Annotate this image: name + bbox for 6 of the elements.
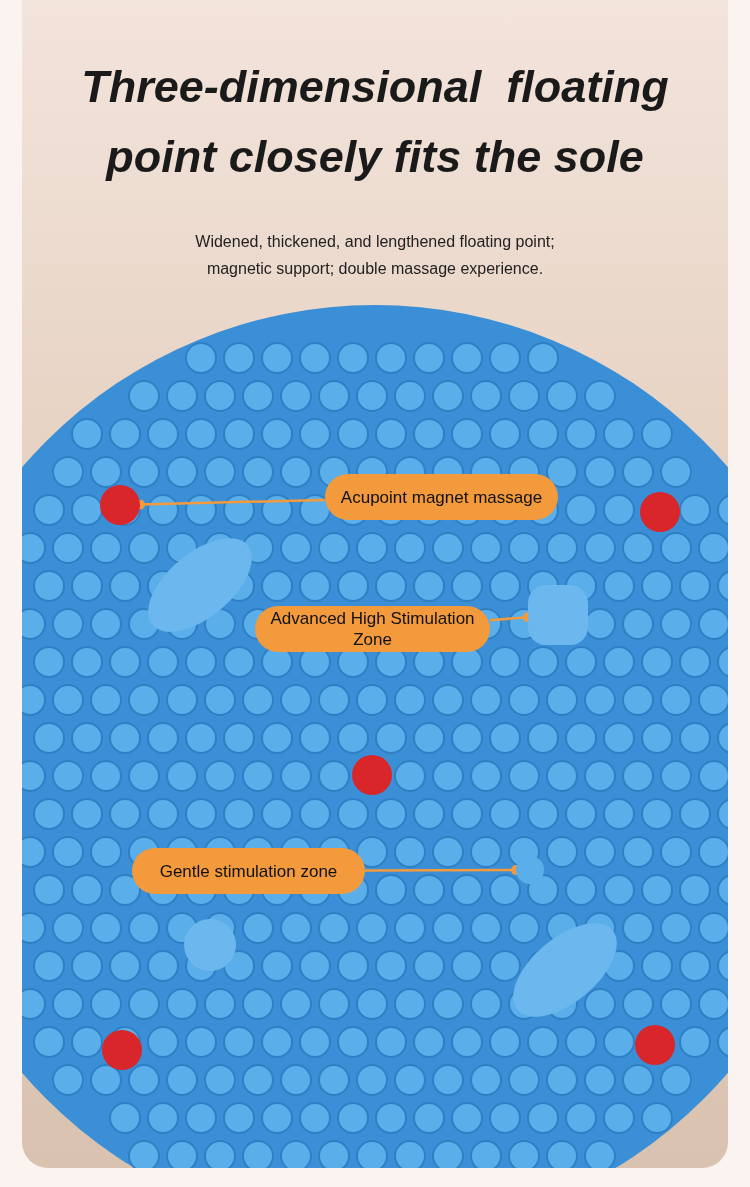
spiked-massage-pad <box>528 585 588 645</box>
callout-label: Gentle stimulation zone <box>132 848 365 894</box>
callout-label: Advanced High Stimulation Zone <box>255 606 490 652</box>
callout-label: Acupoint magnet massage <box>325 474 558 520</box>
caption: Widened, thickened, and lengthened floating point; magnetic support; double massage experience. <box>194 232 556 279</box>
title: Three-dimensional floating point closely fits the sole <box>80 60 670 184</box>
